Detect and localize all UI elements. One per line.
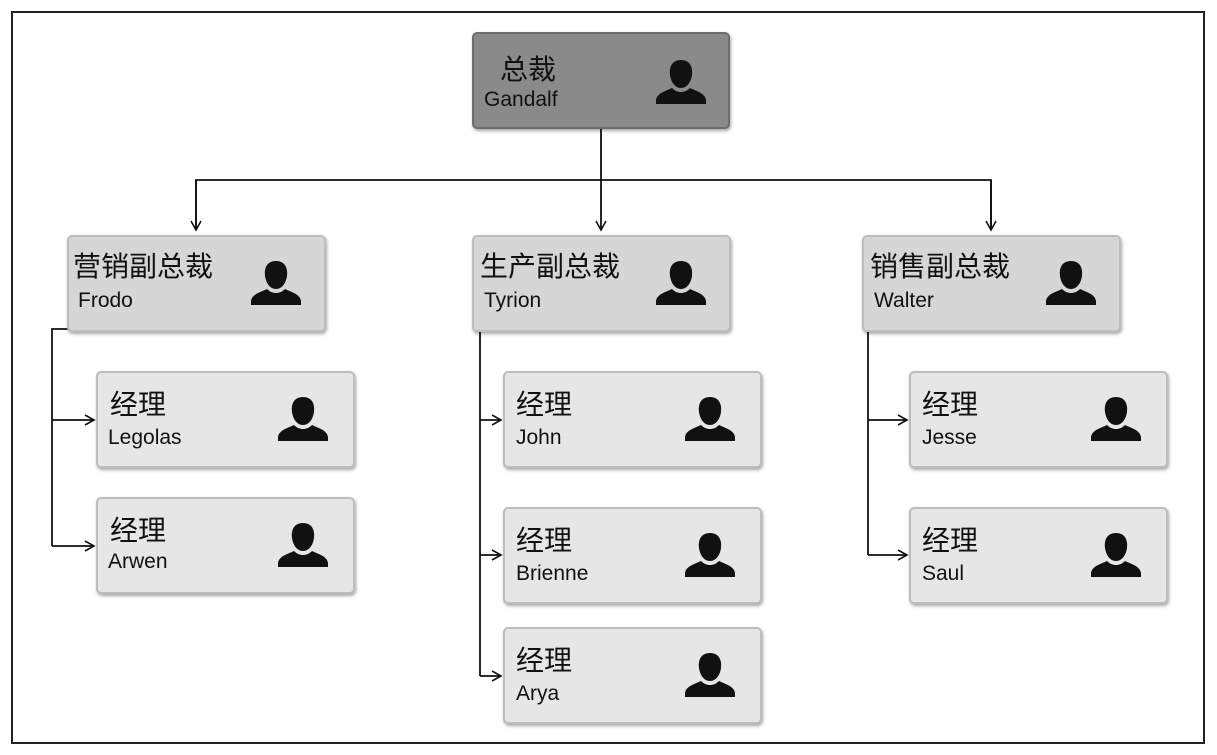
manager-node[interactable]: 经理 Saul	[909, 507, 1168, 604]
vp-title: 销售副总裁	[870, 250, 1011, 283]
vp-name: Tyrion	[484, 289, 542, 312]
manager-title: 经理	[922, 388, 979, 421]
manager-name: Arwen	[108, 550, 168, 573]
vp-name: Walter	[874, 289, 934, 312]
manager-node[interactable]: 经理 Arya	[503, 627, 762, 724]
person-silhouette-icon	[656, 261, 706, 305]
manager-name: Brienne	[516, 562, 589, 585]
diagram-frame	[11, 11, 1205, 744]
manager-node[interactable]: 经理 Jesse	[909, 371, 1168, 468]
manager-title: 经理	[110, 514, 167, 547]
connector-vp1-trunk	[51, 328, 69, 546]
manager-node[interactable]: 经理 John	[503, 371, 762, 468]
person-silhouette-icon	[685, 397, 735, 441]
manager-title: 经理	[516, 644, 573, 677]
person-silhouette-icon	[685, 653, 735, 697]
person-silhouette-icon	[1091, 533, 1141, 577]
connector-bus	[195, 179, 992, 229]
vp-title: 生产副总裁	[480, 250, 621, 283]
ceo-node[interactable]: 总裁 Gandalf	[472, 32, 730, 129]
vp-node[interactable]: 生产副总裁 Tyrion	[472, 235, 731, 332]
manager-name: Arya	[516, 682, 560, 705]
vp-name: Frodo	[78, 289, 133, 312]
manager-name: Jesse	[922, 426, 977, 449]
person-silhouette-icon	[278, 523, 328, 567]
manager-name: Legolas	[108, 426, 182, 449]
person-silhouette-icon	[685, 533, 735, 577]
person-silhouette-icon	[278, 397, 328, 441]
vp-title: 营销副总裁	[73, 250, 214, 283]
manager-node[interactable]: 经理 Arwen	[96, 497, 355, 594]
manager-title: 经理	[110, 388, 167, 421]
manager-title: 经理	[516, 388, 573, 421]
ceo-name: Gandalf	[484, 88, 558, 111]
manager-title: 经理	[516, 524, 573, 557]
person-silhouette-icon	[1091, 397, 1141, 441]
ceo-title: 总裁	[500, 53, 557, 86]
manager-node[interactable]: 经理 Legolas	[96, 371, 355, 468]
person-silhouette-icon	[251, 261, 301, 305]
manager-name: John	[516, 426, 562, 449]
person-silhouette-icon	[1046, 261, 1096, 305]
person-silhouette-icon	[656, 60, 706, 104]
vp-node[interactable]: 营销副总裁 Frodo	[67, 235, 326, 332]
vp-node[interactable]: 销售副总裁 Walter	[862, 235, 1121, 332]
manager-node[interactable]: 经理 Brienne	[503, 507, 762, 604]
manager-name: Saul	[922, 562, 965, 585]
manager-title: 经理	[922, 524, 979, 557]
